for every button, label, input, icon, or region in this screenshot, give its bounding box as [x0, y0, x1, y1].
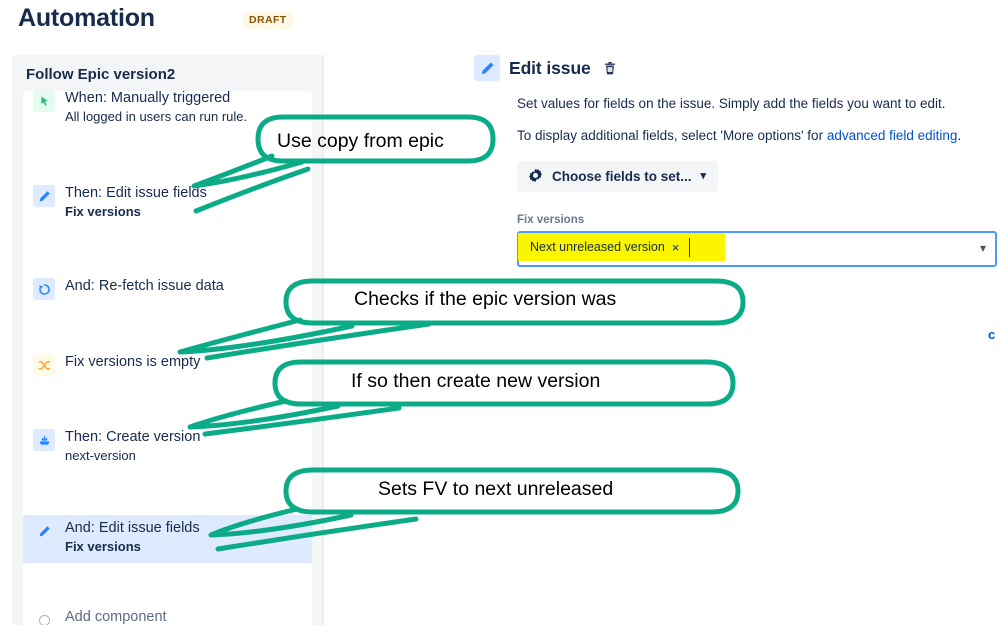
remove-tag-icon[interactable]: ×	[671, 240, 680, 255]
detail-title: Edit issue	[509, 57, 591, 78]
rule-panel-title: Follow Epic version2	[26, 66, 176, 83]
choose-fields-button-label: Choose fields to set...	[552, 169, 692, 184]
rule-step-and-refetch-issue-data[interactable]: And: Re-fetch issue data	[23, 273, 312, 304]
annotation-label-3: If so then create new version	[351, 370, 601, 392]
rule-step-sub: All logged in users can run rule.	[65, 109, 248, 124]
rule-step-when-manually-triggered[interactable]: When: Manually triggered All logged in u…	[23, 91, 312, 130]
rule-step-list: When: Manually triggered All logged in u…	[23, 91, 312, 625]
text-cursor	[689, 238, 690, 257]
rule-step-then-edit-issue-fields[interactable]: Then: Edit issue fields Fix versions	[23, 180, 312, 225]
fix-versions-tag-label: Next unreleased version	[530, 240, 665, 254]
detail-description-2-prefix: To display additional fields, select 'Mo…	[517, 128, 827, 143]
yellow-highlight	[518, 233, 725, 261]
status-badge: DRAFT	[243, 11, 293, 29]
detail-description-2-suffix: .	[957, 128, 962, 143]
advanced-field-editing-link[interactable]: advanced field editing	[826, 128, 958, 143]
trash-icon[interactable]	[600, 57, 620, 79]
page-title: Automation	[18, 4, 155, 32]
detail-description-1: Set values for fields on the issue. Simp…	[517, 96, 946, 111]
rule-step-name: Then: Create version	[65, 429, 201, 445]
chevron-down-icon: ▾	[700, 170, 707, 182]
choose-fields-button[interactable]: Choose fields to set... ▾	[517, 161, 719, 192]
annotation-label-2: Checks if the epic version was	[354, 288, 617, 310]
detail-header: Edit issue	[474, 55, 994, 81]
rule-step-name: And: Edit issue fields	[65, 520, 200, 536]
rule-step-sub: Fix versions	[65, 539, 141, 554]
gear-icon	[528, 168, 543, 186]
rule-step-add-component[interactable]: Add component	[23, 604, 312, 625]
rule-step-and-edit-issue-fields[interactable]: And: Edit issue fields Fix versions	[23, 515, 312, 563]
annotation-label-1: Use copy from epic	[277, 130, 444, 152]
rule-step-sub: next-version	[65, 448, 136, 463]
pencil-icon	[474, 55, 500, 81]
rule-step-name: Then: Edit issue fields	[65, 185, 207, 201]
fix-versions-label: Fix versions	[517, 214, 585, 226]
rule-step-then-create-version[interactable]: Then: Create version next-version	[23, 424, 312, 469]
cursor-click-icon	[33, 91, 55, 112]
branch-icon	[33, 354, 55, 376]
rule-step-fix-versions-is-empty[interactable]: Fix versions is empty	[23, 349, 312, 380]
rule-step-sub: Fix versions	[65, 204, 141, 219]
refresh-icon	[33, 278, 55, 300]
fix-versions-field[interactable]: Next unreleased version × ▾	[517, 231, 997, 267]
detail-description-2: To display additional fields, select 'Mo…	[517, 127, 999, 145]
rule-step-name: Fix versions is empty	[65, 354, 201, 370]
pencil-icon	[33, 520, 55, 542]
rule-step-name: And: Re-fetch issue data	[65, 278, 224, 294]
ship-release-icon	[33, 429, 55, 451]
stray-character: c	[988, 327, 996, 342]
annotation-label-4: Sets FV to next unreleased	[378, 478, 614, 500]
detail-panel: Edit issue Set values for fields on the …	[474, 55, 997, 267]
rule-step-name: Add component	[65, 609, 167, 625]
chevron-down-icon[interactable]: ▾	[979, 241, 986, 255]
add-circle-icon	[33, 609, 55, 625]
pencil-icon	[33, 185, 55, 207]
fix-versions-tag: Next unreleased version ×	[530, 240, 679, 255]
rule-step-name: When: Manually triggered	[65, 91, 231, 106]
